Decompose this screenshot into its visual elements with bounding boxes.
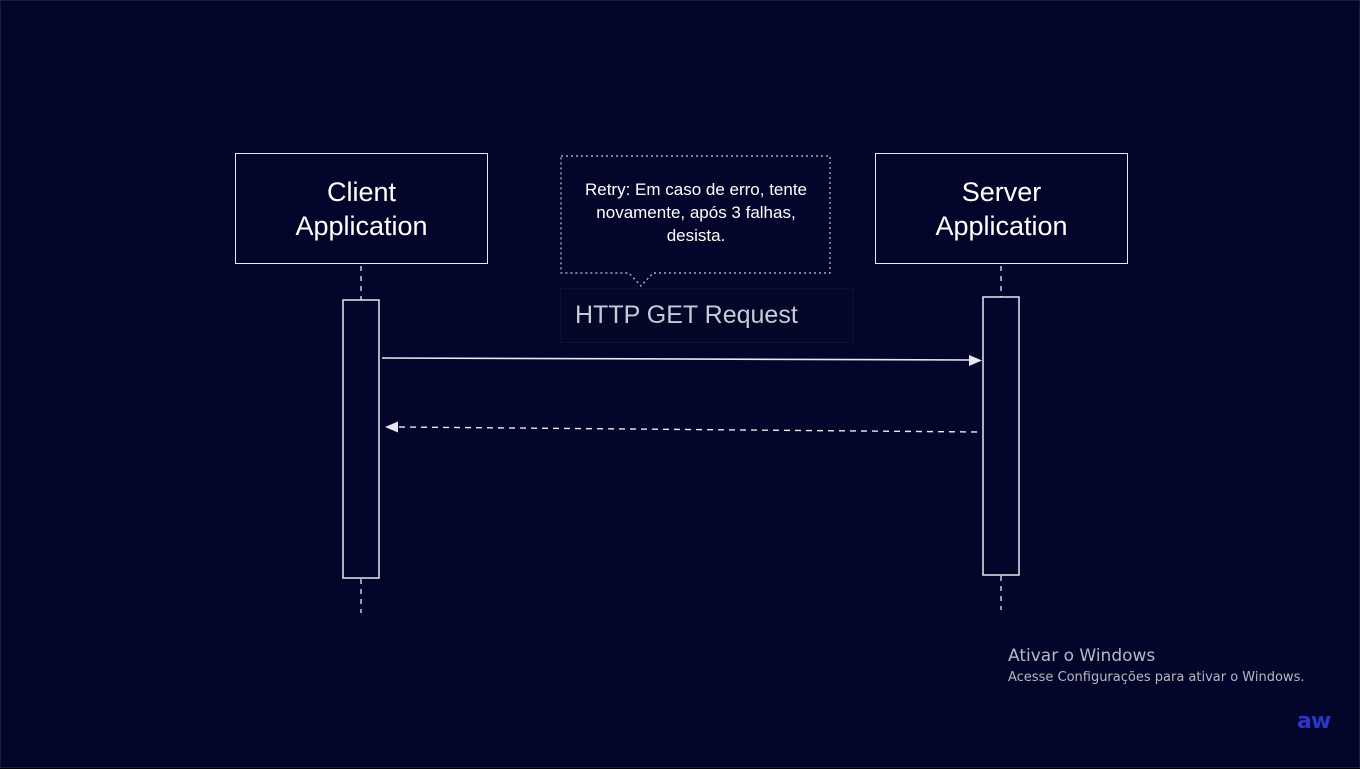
watermark-title: Ativar o Windows — [1008, 646, 1156, 666]
server-activation-bar — [982, 296, 1020, 576]
server-application-box: Server Application — [875, 153, 1128, 264]
client-title-line2: Application — [295, 210, 428, 241]
client-application-box: Client Application — [235, 153, 488, 264]
request-arrowhead — [969, 355, 982, 366]
response-arrow-line — [397, 426, 978, 433]
client-activation-bar — [342, 299, 380, 579]
message-label: HTTP GET Request — [575, 301, 798, 329]
client-title-line1: Client — [326, 176, 397, 207]
server-title-line2: Application — [935, 210, 1068, 241]
retry-note: Retry: Em caso de erro, tente novamente,… — [561, 156, 831, 273]
request-arrow-line — [381, 357, 972, 361]
response-arrowhead — [385, 421, 398, 433]
server-title-line1: Server — [961, 176, 1042, 207]
watermark-subtitle: Acesse Configurações para ativar o Windo… — [1008, 670, 1305, 685]
note-callout-border — [560, 155, 831, 287]
message-label-box: HTTP GET Request — [560, 288, 854, 343]
windows-activation-watermark: Ativar o Windows Acesse Configurações pa… — [1008, 645, 1304, 689]
brand-logo: aw — [1297, 709, 1331, 734]
retry-note-text: Retry: Em caso de erro, tente novamente,… — [584, 180, 808, 245]
